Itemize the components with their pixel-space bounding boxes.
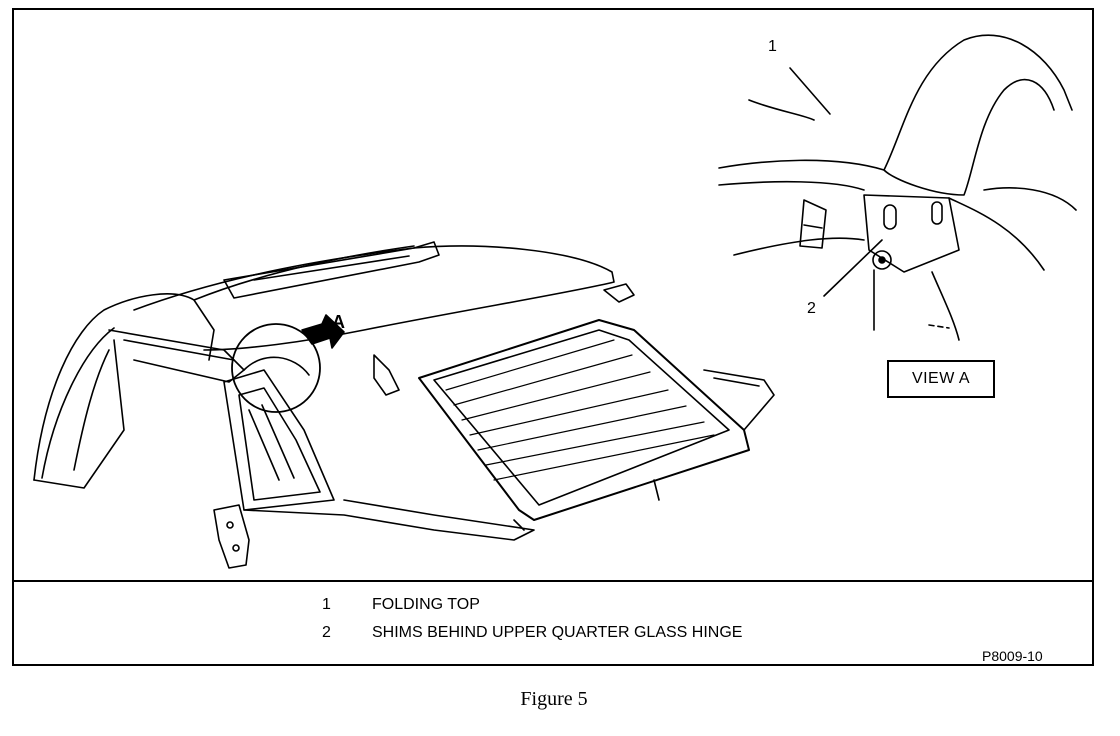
view-a-label: VIEW A bbox=[911, 370, 971, 387]
rear-window-lines bbox=[445, 339, 715, 481]
view-a-arrow-label: A bbox=[332, 312, 345, 332]
callout-2: 2 bbox=[807, 300, 816, 317]
folding-top-drawing bbox=[33, 241, 775, 569]
figure-frame: 1 2 A VIEW A 1 FOLDING TOP 2 SHIMS BEHIN… bbox=[12, 8, 1094, 666]
legend-text: SHIMS BEHIND UPPER QUARTER GLASS HINGE bbox=[372, 624, 743, 641]
legend-item: 2 SHIMS BEHIND UPPER QUARTER GLASS HINGE bbox=[322, 624, 922, 644]
leader-2 bbox=[823, 239, 883, 297]
figure-caption: Figure 5 bbox=[520, 688, 588, 710]
legend-item: 1 FOLDING TOP bbox=[322, 596, 922, 616]
folding-top-illustration bbox=[14, 34, 1092, 582]
view-a-label-box: VIEW A bbox=[887, 360, 995, 398]
legend-text: FOLDING TOP bbox=[372, 596, 480, 613]
leader-1 bbox=[789, 67, 831, 115]
legend-number: 1 bbox=[322, 596, 331, 613]
figure-code: P8009-10 bbox=[982, 648, 1043, 664]
detail-circle bbox=[231, 323, 321, 413]
view-a-detail bbox=[718, 34, 1077, 341]
callout-1: 1 bbox=[768, 38, 777, 55]
view-a-arrow bbox=[301, 314, 345, 349]
legend-number: 2 bbox=[322, 624, 331, 641]
